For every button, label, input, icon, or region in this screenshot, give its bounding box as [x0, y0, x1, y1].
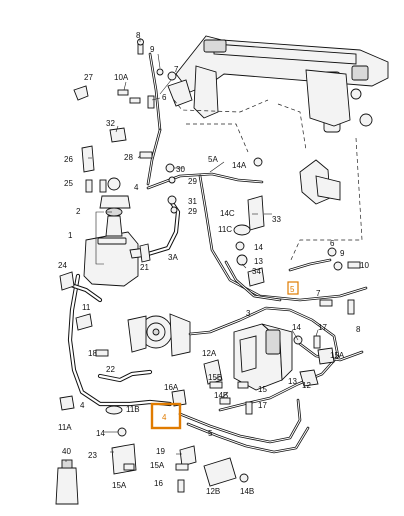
callout-5a: 5A [208, 155, 218, 164]
callout-25: 25 [64, 179, 73, 188]
callout-7-top: 7 [174, 65, 179, 74]
callout-11: 11 [82, 303, 91, 312]
callout-28: 28 [124, 153, 133, 162]
highlight-box-4[interactable] [150, 402, 182, 430]
callout-15a-bottom: 15A [112, 481, 127, 490]
callout-4-left: 4 [80, 401, 85, 410]
highlight-label-4: 4 [162, 413, 167, 422]
callout-14-right: 14 [254, 243, 263, 252]
callout-19: 19 [156, 447, 165, 456]
power-steering-pump [127, 313, 191, 357]
callout-9-top: 9 [150, 45, 155, 54]
callout-29-b: 29 [188, 207, 197, 216]
callout-21: 21 [140, 263, 149, 272]
callout-14-mid: 14 [292, 323, 301, 332]
callout-26: 26 [64, 155, 73, 164]
steering-rack [159, 35, 389, 205]
callout-15a-right: 15A [330, 351, 345, 360]
callout-13-right: 13 [254, 257, 263, 266]
callout-1: 1 [68, 231, 73, 240]
highlight-box-5[interactable] [287, 281, 299, 295]
callout-17-lower: 17 [258, 401, 267, 410]
callout-10-right: 10 [360, 261, 369, 270]
callout-27: 27 [84, 73, 93, 82]
callout-10a: 10A [114, 73, 129, 82]
callout-14b-mid: 14B [214, 391, 228, 400]
small-parts [55, 38, 361, 505]
callout-7-right: 7 [316, 289, 321, 298]
callout-3a: 3A [168, 253, 178, 262]
callout-5-lower: 5 [208, 429, 213, 438]
callout-11a: 11A [58, 423, 72, 432]
callout-29-a: 29 [188, 177, 197, 186]
callout-24: 24 [58, 261, 67, 270]
callout-16a: 16A [164, 383, 179, 392]
callout-8-right: 8 [356, 325, 361, 334]
callout-23: 23 [88, 451, 97, 460]
callout-40: 40 [62, 447, 71, 456]
callout-22: 22 [106, 365, 115, 374]
callout-33: 33 [272, 215, 281, 224]
callout-31: 31 [188, 197, 197, 206]
callout-32: 32 [106, 119, 115, 128]
leader-lines [65, 38, 319, 462]
callout-15b: 15B [208, 373, 222, 382]
highlighted-callouts: 5 4 [150, 281, 299, 430]
callout-11c: 11C [218, 225, 232, 234]
callout-6-top: 6 [162, 93, 167, 102]
callout-15: 15 [258, 385, 267, 394]
callout-11b: 11B [126, 405, 140, 414]
callout-3: 3 [246, 309, 251, 318]
callout-8-top: 8 [136, 31, 141, 40]
highlight-label-5: 5 [290, 285, 295, 294]
callout-2: 2 [76, 207, 81, 216]
callout-30: 30 [176, 165, 185, 174]
callout-16: 16 [154, 479, 163, 488]
callout-14c: 14C [220, 209, 235, 218]
callout-14-lower-left: 14 [96, 429, 105, 438]
callout-12a: 12A [202, 349, 217, 358]
fluid-reservoir [83, 177, 149, 287]
callout-14a-top: 14A [232, 161, 247, 170]
callout-15a-lower: 15A [150, 461, 165, 470]
callout-17-mid: 17 [318, 323, 327, 332]
callout-9-right: 9 [340, 249, 345, 258]
callout-13-lower-right: 13 [288, 377, 297, 386]
callout-4-mid: 4 [134, 183, 139, 192]
callout-6-right: 6 [330, 239, 335, 248]
callout-18: 18 [88, 349, 97, 358]
callout-labels: 8 9 27 10A 7 6 32 26 28 25 30 29 5A 14A … [58, 31, 369, 496]
callout-14b-lower: 14B [240, 487, 254, 496]
callout-34: 34 [252, 267, 261, 276]
callout-12b: 12B [206, 487, 220, 496]
auxiliary-module [233, 323, 293, 391]
callout-12: 12 [302, 381, 311, 390]
